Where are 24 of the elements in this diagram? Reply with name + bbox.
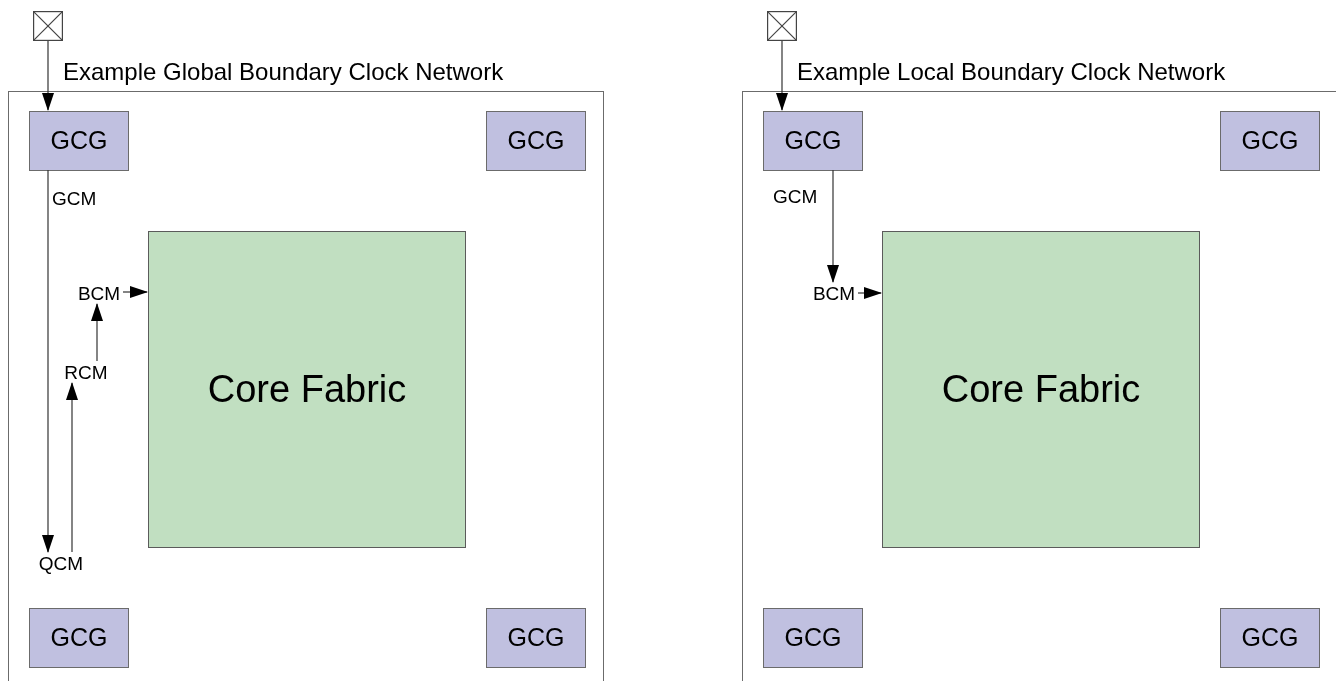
clock-generator-box: GCG xyxy=(486,608,586,668)
arrow xyxy=(776,40,788,111)
arrow xyxy=(857,287,882,299)
clock-generator-box: GCG xyxy=(29,111,129,171)
arrow xyxy=(122,286,148,298)
pin-symbol xyxy=(767,11,797,41)
panel-heading: Example Local Boundary Clock Network xyxy=(797,57,1226,87)
edge-label: GCM xyxy=(52,188,97,210)
arrow xyxy=(827,169,839,283)
clock-generator-box: GCG xyxy=(1220,111,1320,171)
clock-generator-box: GCG xyxy=(486,111,586,171)
clock-generator-box: GCG xyxy=(29,608,129,668)
arrow xyxy=(42,169,54,553)
clock-generator-box: GCG xyxy=(763,608,863,668)
arrow xyxy=(91,303,103,362)
core-fabric-block: Core Fabric xyxy=(148,231,466,548)
arrow xyxy=(42,40,54,111)
clock-generator-box: GCG xyxy=(1220,608,1320,668)
clock-generator-box: GCG xyxy=(763,111,863,171)
edge-label: GCM xyxy=(773,186,818,208)
core-fabric-block: Core Fabric xyxy=(882,231,1200,548)
arrow xyxy=(66,382,78,553)
panel-heading: Example Global Boundary Clock Network xyxy=(63,57,504,87)
pin-symbol xyxy=(33,11,63,41)
